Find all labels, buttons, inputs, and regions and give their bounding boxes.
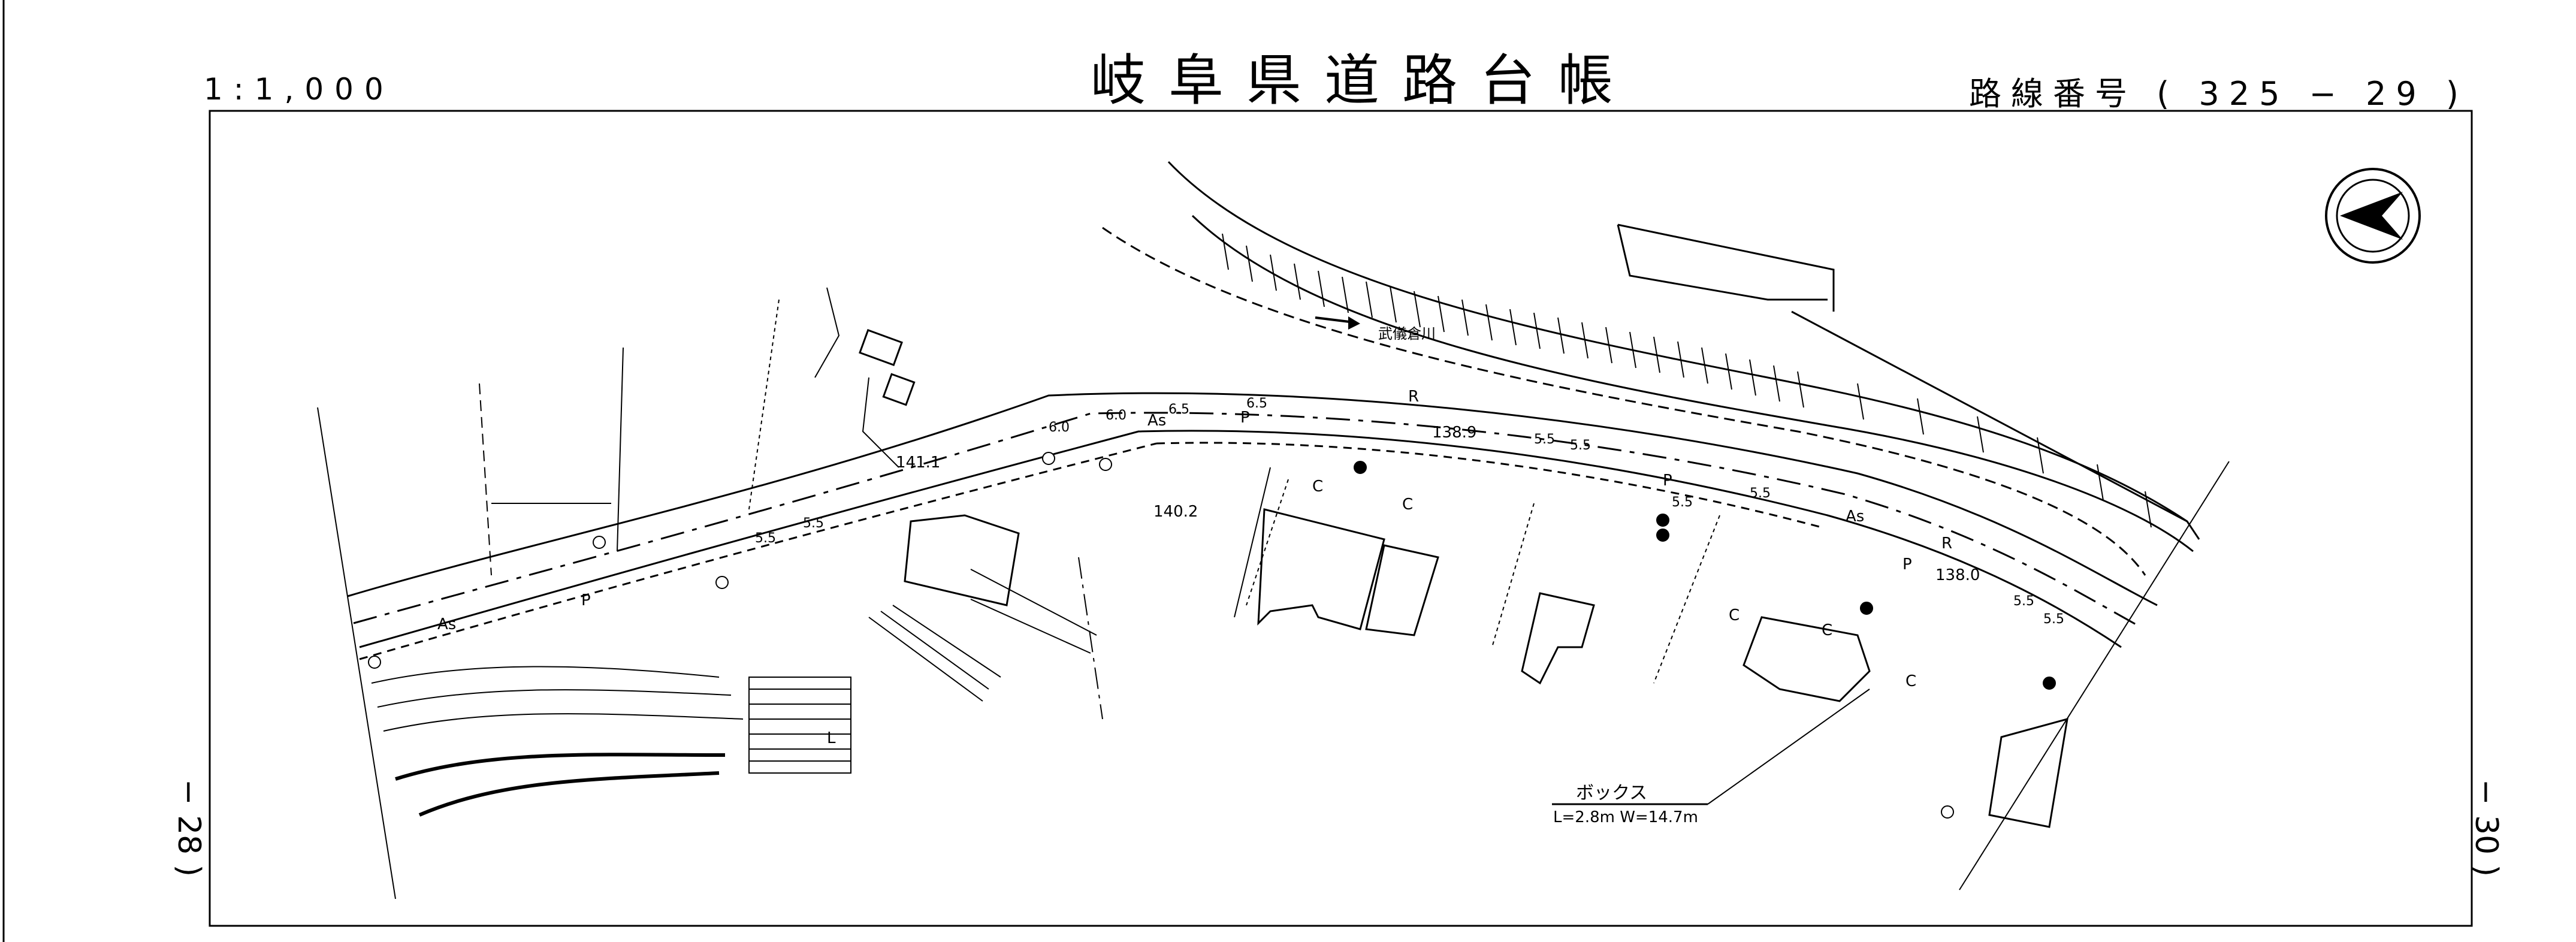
wall-hatching — [748, 605, 1001, 774]
pavement-label: P — [581, 591, 591, 609]
width-label: 5.5 — [1570, 438, 1591, 453]
river-label: 武儀倉川 — [1378, 325, 1436, 342]
elevation-label: 138.9 — [1432, 424, 1476, 442]
pavement-label: P — [1902, 555, 1912, 573]
pavement-label: R — [1941, 535, 1952, 552]
pavement-label: P — [1240, 409, 1250, 427]
river-flow-arrow — [1315, 316, 1360, 330]
river — [1102, 161, 2200, 576]
scale-label: 1:1,000 — [204, 72, 394, 107]
pavement-label: As — [437, 615, 456, 633]
width-label: 6.5 — [1246, 396, 1267, 411]
width-label: 6.0 — [1106, 408, 1127, 423]
sheet-title: 岐阜県道路台帳 — [1091, 49, 1636, 113]
elevation-label: 140.2 — [1153, 503, 1198, 521]
zone-label: C — [1905, 672, 1916, 690]
width-label: 5.5 — [1672, 495, 1693, 510]
next-sheet-ref: − 30 ) — [2468, 779, 2504, 877]
survey-points — [368, 452, 2056, 819]
width-label: 5.5 — [2043, 612, 2064, 627]
elevation-label: 138.0 — [1935, 566, 1980, 584]
width-label: 5.5 — [1750, 486, 1771, 501]
main-road — [347, 392, 2158, 660]
route-number: 路線番号 ( 325 − 29 ) — [1969, 75, 2468, 113]
slope-lines — [371, 666, 744, 817]
width-label: 5.5 — [755, 531, 776, 546]
width-label: 5.5 — [803, 516, 824, 531]
width-label: 6.0 — [1049, 420, 1070, 435]
pavement-label: As — [1846, 508, 1864, 526]
zone-label: C — [1312, 478, 1323, 496]
width-label: 6.5 — [1168, 402, 1189, 417]
zone-label: C — [1729, 606, 1740, 624]
map-labels: 141.1 140.2 138.9 138.0 As As As P P P P… — [437, 388, 2064, 747]
callout-title: ボックス — [1576, 783, 1647, 804]
buildings — [859, 224, 2068, 828]
zone-label: C — [1402, 496, 1413, 514]
width-label: 5.5 — [1534, 432, 1555, 447]
elevation-label: 141.1 — [896, 454, 940, 472]
callout-spec: L=2.8m W=14.7m — [1553, 808, 1698, 826]
river-bank-hatching — [1222, 233, 2152, 528]
zone-label: L — [827, 729, 836, 747]
pavement-label: P — [1663, 472, 1672, 490]
prev-sheet-ref: − 28 ) — [171, 779, 207, 877]
map-frame — [209, 110, 2473, 927]
zone-label: C — [1822, 621, 1832, 639]
width-label: 5.5 — [2013, 594, 2034, 609]
lot-boundaries — [317, 287, 2230, 899]
north-arrow-icon — [2325, 168, 2421, 264]
pavement-label: As — [1147, 412, 1166, 430]
box-culvert-callout: ボックス L=2.8m W=14.7m — [1552, 689, 1870, 826]
pavement-label: R — [1408, 388, 1419, 406]
